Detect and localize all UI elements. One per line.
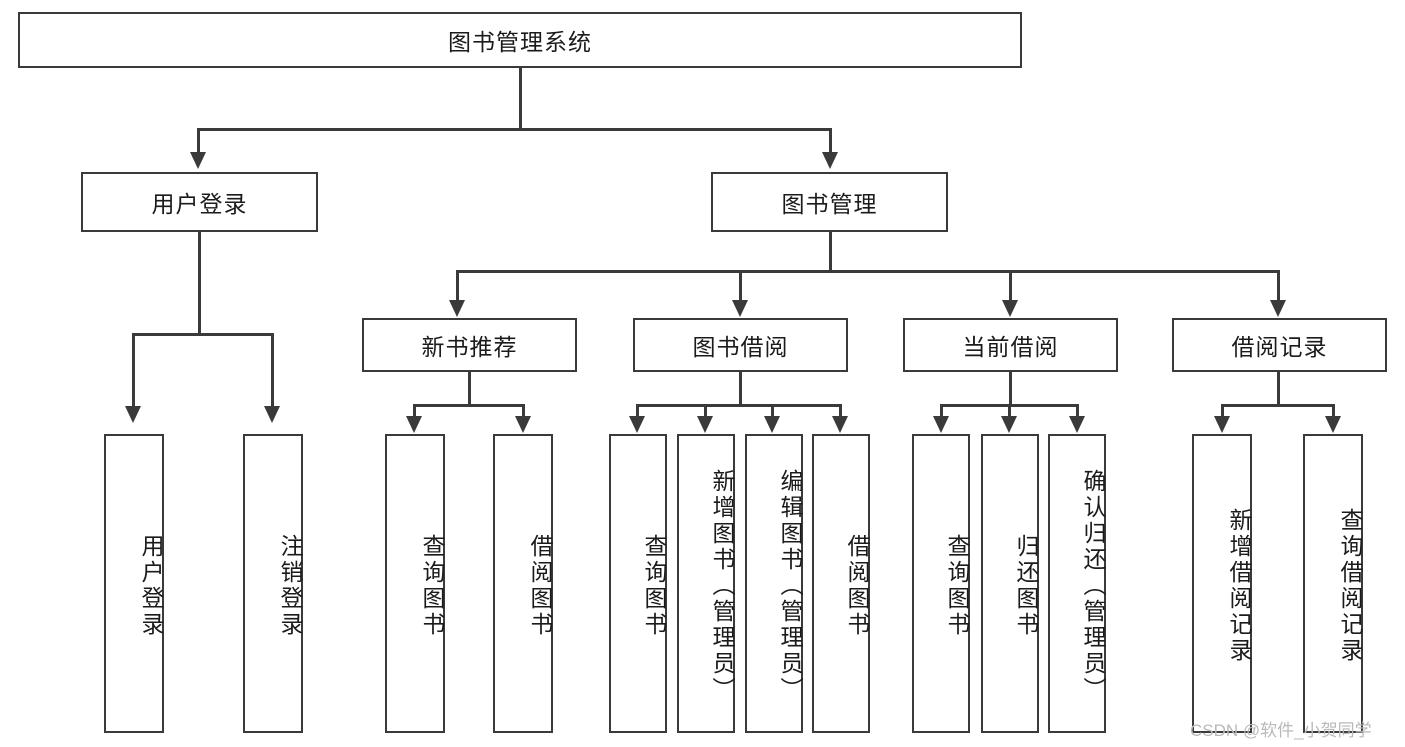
node-leaf-edit-book-label: 编辑图书（管理员） [777, 468, 803, 703]
node-leaf-add-book-label: 新增图书（管理员） [709, 468, 735, 703]
node-leaf-borrow-book-1-label: 借阅图书 [527, 533, 553, 638]
node-leaf-add-book[interactable]: 新增图书（管理员） [677, 434, 735, 733]
arrowhead-user-login-leaf-2 [264, 406, 280, 423]
node-leaf-confirm-return-label: 确认归还（管理员） [1080, 468, 1106, 703]
node-new-book-recommend[interactable]: 新书推荐 [362, 318, 577, 372]
connector-root-bus [198, 128, 831, 131]
node-root[interactable]: 图书管理系统 [18, 12, 1022, 68]
arrowhead-user-login-leaf-1 [125, 406, 141, 423]
node-borrow-record-label: 借阅记录 [1231, 334, 1328, 360]
connector-borrow-record-stem [1277, 372, 1280, 406]
connector-new-book-bus [414, 404, 524, 407]
connector-current-borrow-to-leaf-1 [940, 404, 943, 420]
node-leaf-borrow-book-2-label: 借阅图书 [844, 533, 870, 638]
connector-book-manage-bus [457, 270, 1280, 273]
connector-current-borrow-to-leaf-3 [1076, 404, 1079, 420]
node-new-book-recommend-label: 新书推荐 [421, 334, 518, 360]
connector-book-manage-stem [829, 232, 832, 272]
arrowhead-new-book-leaf-2 [515, 416, 531, 433]
arrowhead-borrow-record-leaf-2 [1325, 416, 1341, 433]
arrowhead-book-borrow-leaf-1 [629, 416, 645, 433]
connector-user-login-stem [198, 232, 201, 335]
connector-root-to-user-login [197, 128, 200, 156]
connector-new-book-to-leaf-1 [413, 404, 416, 420]
connector-book-borrow-to-leaf-4 [839, 404, 842, 420]
arrowhead-current-borrow-leaf-3 [1069, 416, 1085, 433]
node-user-login[interactable]: 用户登录 [81, 172, 318, 232]
node-leaf-query-book-3-label: 查询图书 [944, 533, 970, 638]
connector-root-stem [519, 68, 522, 130]
connector-current-borrow-stem [1009, 372, 1012, 406]
node-leaf-query-book-1-label: 查询图书 [419, 533, 445, 638]
connector-book-borrow-to-leaf-1 [636, 404, 639, 420]
arrowhead-book-manage-borrow-record [1270, 300, 1286, 317]
node-book-borrow[interactable]: 图书借阅 [633, 318, 848, 372]
arrowhead-book-manage-new-book [449, 300, 465, 317]
node-leaf-borrow-book-2[interactable]: 借阅图书 [812, 434, 870, 733]
arrowhead-book-manage-current-borrow [1002, 300, 1018, 317]
node-leaf-user-login-label: 用户登录 [138, 533, 164, 638]
watermark-text: CSDN @软件_小贺同学 [1190, 721, 1372, 740]
connector-book-manage-to-book-borrow [739, 270, 742, 303]
connector-borrow-record-to-leaf-1 [1221, 404, 1224, 420]
arrowhead-new-book-leaf-1 [406, 416, 422, 433]
node-current-borrow[interactable]: 当前借阅 [903, 318, 1118, 372]
connector-root-to-book-manage [829, 128, 832, 156]
connector-book-manage-to-current-borrow [1009, 270, 1012, 303]
node-borrow-record[interactable]: 借阅记录 [1172, 318, 1387, 372]
node-user-login-label: 用户登录 [151, 191, 248, 217]
arrowhead-book-borrow-leaf-4 [832, 416, 848, 433]
connector-borrow-record-bus [1222, 404, 1334, 407]
node-root-label: 图书管理系统 [448, 29, 592, 55]
connector-new-book-stem [468, 372, 471, 406]
node-leaf-query-book-3[interactable]: 查询图书 [912, 434, 970, 733]
node-book-borrow-label: 图书借阅 [692, 334, 789, 360]
node-leaf-edit-book[interactable]: 编辑图书（管理员） [745, 434, 803, 733]
connector-book-manage-to-new-book [456, 270, 459, 303]
connector-current-borrow-to-leaf-2 [1008, 404, 1011, 420]
arrowhead-root-to-book-manage [822, 152, 838, 169]
connector-book-borrow-stem [739, 372, 742, 406]
node-book-manage[interactable]: 图书管理 [711, 172, 948, 232]
node-leaf-return-book-label: 归还图书 [1013, 533, 1039, 638]
connector-user-login-bus [133, 333, 273, 336]
arrowhead-current-borrow-leaf-1 [933, 416, 949, 433]
node-book-manage-label: 图书管理 [781, 191, 878, 217]
node-leaf-borrow-book-1[interactable]: 借阅图书 [493, 434, 553, 733]
connector-book-borrow-bus [637, 404, 841, 407]
connector-user-login-to-leaf-1 [132, 333, 135, 409]
connector-borrow-record-to-leaf-2 [1332, 404, 1335, 420]
arrowhead-book-borrow-leaf-2 [697, 416, 713, 433]
node-leaf-logout[interactable]: 注销登录 [243, 434, 303, 733]
arrowhead-borrow-record-leaf-1 [1214, 416, 1230, 433]
node-leaf-user-login[interactable]: 用户登录 [104, 434, 164, 733]
arrowhead-book-manage-book-borrow [732, 300, 748, 317]
node-leaf-query-book-1[interactable]: 查询图书 [385, 434, 445, 733]
arrowhead-book-borrow-leaf-3 [764, 416, 780, 433]
connector-book-borrow-to-leaf-3 [771, 404, 774, 420]
node-leaf-query-book-2-label: 查询图书 [641, 533, 667, 638]
node-leaf-logout-label: 注销登录 [277, 533, 303, 638]
arrowhead-root-to-user-login [190, 152, 206, 169]
node-leaf-add-record-label: 新增借阅记录 [1226, 507, 1252, 664]
node-leaf-return-book[interactable]: 归还图书 [981, 434, 1039, 733]
connector-new-book-to-leaf-2 [522, 404, 525, 420]
node-leaf-query-record[interactable]: 查询借阅记录 [1303, 434, 1363, 733]
connector-user-login-to-leaf-2 [271, 333, 274, 409]
connector-book-borrow-to-leaf-2 [704, 404, 707, 420]
node-leaf-query-record-label: 查询借阅记录 [1337, 507, 1363, 664]
arrowhead-current-borrow-leaf-2 [1001, 416, 1017, 433]
node-current-borrow-label: 当前借阅 [962, 334, 1059, 360]
node-leaf-add-record[interactable]: 新增借阅记录 [1192, 434, 1252, 733]
node-leaf-query-book-2[interactable]: 查询图书 [609, 434, 667, 733]
connector-book-manage-to-borrow-record [1277, 270, 1280, 303]
node-leaf-confirm-return[interactable]: 确认归还（管理员） [1048, 434, 1106, 733]
